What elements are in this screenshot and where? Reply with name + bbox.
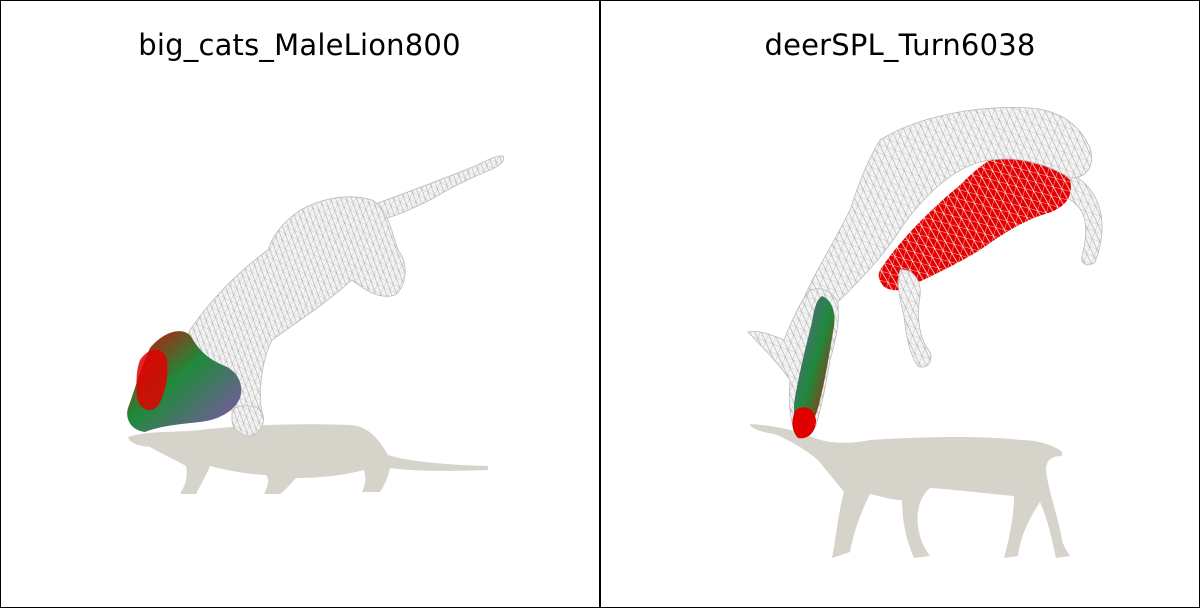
deer-front-leg [897,269,932,368]
panel-title-deer: deerSPL_Turn6038 [764,28,1036,62]
panel-deer: deerSPL_Turn6038 [600,0,1200,608]
panel-divider [599,0,601,608]
lion-shadow [128,424,488,494]
deer-head-highlight [793,296,835,434]
deer-body [798,107,1092,331]
panel-lion: big_cats_MaleLion800 [0,0,599,608]
lion-highlight-red [136,349,168,411]
lion-body [188,196,406,431]
deer-belly-highlight [878,156,1071,291]
lion-tail [371,155,505,221]
lion-render [127,155,505,494]
deer-snout-red [792,407,816,439]
deer-render [747,107,1103,558]
lion-front-paw [231,405,264,437]
deer-shadow [750,424,1070,558]
panel-title-lion: big_cats_MaleLion800 [138,28,461,62]
